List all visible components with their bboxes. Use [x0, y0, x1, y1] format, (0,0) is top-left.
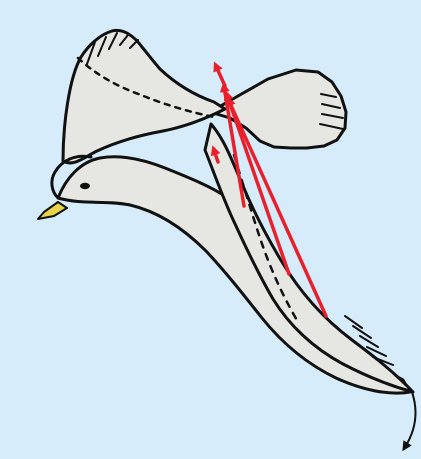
eye [80, 183, 90, 189]
